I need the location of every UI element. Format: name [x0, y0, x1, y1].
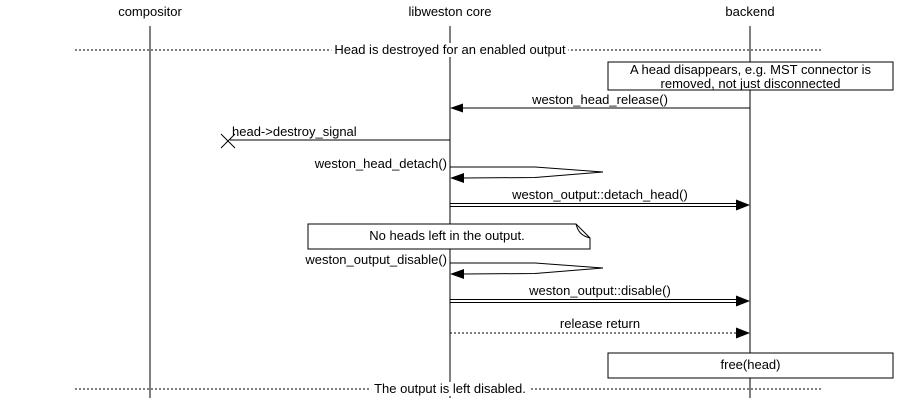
message-label-detach-head: weston_output::detach_head() — [512, 187, 688, 202]
divider-label-head-destroyed: Head is destroyed for an enabled output — [331, 43, 569, 57]
note-box-no-heads — [307, 223, 591, 250]
divider-label-output-disabled: The output is left disabled. — [371, 382, 529, 396]
arrowhead-right-icon — [736, 327, 750, 339]
arrowhead-left-icon — [450, 103, 463, 113]
arrowhead-right-icon — [736, 199, 750, 211]
message-label-head-release: weston_head_release() — [532, 92, 668, 107]
participant-compositor: compositor — [118, 4, 182, 19]
action-box-free-head — [607, 352, 894, 379]
self-call-loop-output-disable — [450, 262, 604, 275]
message-label-head-detach: weston_head_detach() — [314, 156, 447, 171]
note-line-1: A head disappears, e.g. MST connector is — [629, 62, 872, 77]
lost-message-cross-icon — [220, 133, 236, 149]
action-free-head: free(head) — [720, 357, 781, 372]
note-no-heads: No heads left in the output. — [369, 228, 525, 243]
arrowhead-left-icon — [450, 173, 464, 183]
note-box-head-disappears — [607, 61, 894, 91]
message-label-destroy-signal: head->destroy_signal — [232, 124, 357, 139]
note-line-2: removed, not just disconnected — [660, 75, 841, 91]
note-head-disappears: A head disappears, e.g. MST connector is… — [610, 63, 891, 90]
message-label-release-return: release return — [559, 316, 641, 331]
participant-libweston-core: libweston core — [408, 4, 492, 19]
arrowhead-right-icon — [736, 295, 750, 307]
participant-backend: backend — [725, 4, 775, 19]
arrowhead-left-icon — [450, 269, 464, 279]
note-fold-icon — [575, 223, 591, 239]
message-label-output-disable: weston_output_disable() — [305, 252, 447, 267]
self-call-loop-head-detach — [450, 166, 604, 179]
message-label-output-disable-call: weston_output::disable() — [529, 283, 671, 298]
